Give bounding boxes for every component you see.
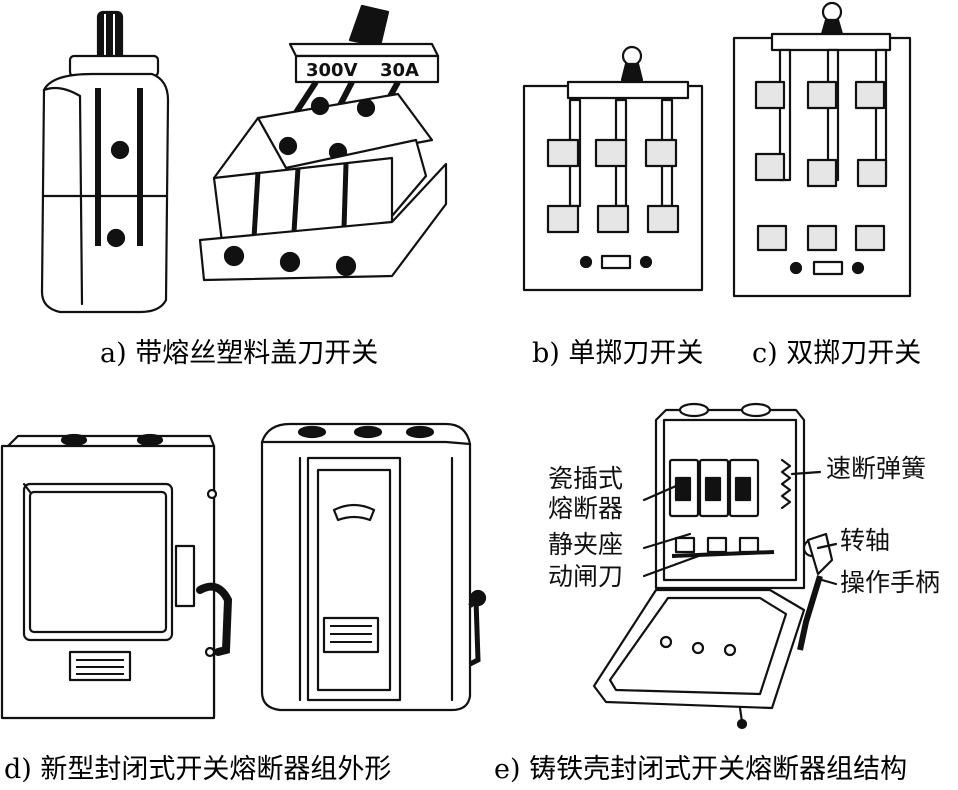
label-handle: 操作手柄 [840,568,941,597]
label-fuse-line2: 熔断器 [548,494,624,523]
enclosed-switch-angled-view [260,422,487,712]
blades-and-clamps [671,536,775,558]
caption-a: a) 带熔丝塑料盖刀开关 [100,338,378,369]
caption-c: c) 双掷刀开关 [752,338,921,369]
single-throw-switch [522,45,704,292]
double-throw-switch [732,1,912,298]
porcelain-fuses [668,458,760,518]
plastic-cover-switch-with-rating: 300V 30A [198,4,448,282]
enclosed-switch-front-view [0,433,233,720]
rating-current: 30A [380,60,419,81]
plastic-cover-switch-side-view [40,10,170,314]
label-shaft: 转轴 [840,526,891,555]
label-clamp-seat: 静夹座 [548,530,624,559]
rating-voltage: 300V [306,60,358,81]
single-throw-poles [546,98,680,234]
label-spring: 速断弹簧 [826,454,927,483]
double-throw-poles [754,48,888,252]
caption-e: e) 铸铁壳封闭式开关熔断器组结构 [494,754,907,785]
caption-d: d) 新型封闭式开关熔断器组外形 [4,754,391,785]
cast-iron-enclosure-diagram [592,402,838,730]
caption-b: b) 单掷刀开关 [532,338,703,369]
label-blade: 动闸刀 [548,562,624,591]
label-fuse-line1: 瓷插式 [548,464,624,493]
